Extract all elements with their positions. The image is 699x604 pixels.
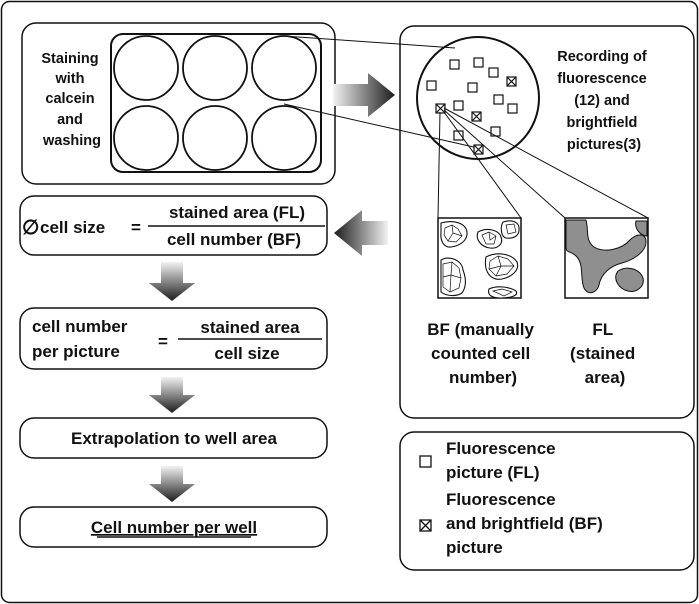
zoom-line [443,107,649,219]
zoom-line [283,35,456,49]
result-box [19,506,328,548]
arrow-down [149,466,195,502]
fl-marker [490,126,501,137]
cell-number-numerator: stained area [200,318,300,337]
well-sampled [251,105,317,171]
cell-size-equals: = [131,218,141,237]
bf-caption: BF (manually counted cell number) [427,320,538,387]
flbf-marker [471,111,482,122]
legend-fl-label: Fluorescence picture (FL) [446,439,560,482]
legend-flbf-icon [419,519,432,532]
fl-marker [488,67,499,78]
fl-marker [507,103,518,114]
cell-number-equals: = [158,332,168,351]
well [182,105,248,171]
arrow-down [149,262,195,301]
bf-image [437,217,522,299]
cell-size-box [19,195,328,256]
arrow-right [333,73,395,117]
fl-marker [426,80,437,91]
result-label: Cell number per well [91,518,257,537]
staining-label: Staining with calcein and washing [41,51,102,149]
extrapolation-label: Extrapolation to well area [71,429,277,448]
legend-fl-icon [419,455,432,468]
fl-marker [449,59,460,70]
flbf-marker [473,144,484,155]
zoom-line [443,109,566,219]
recording-box [399,25,695,419]
cell-number-box [19,307,328,370]
diameter-symbol: ∅ [22,217,39,239]
well [182,35,248,101]
cell-number-denominator: cell size [214,344,279,363]
cell-size-denominator: cell number (BF) [167,230,301,249]
flbf-marker [506,76,517,87]
well [113,105,179,171]
arrow-left [334,210,388,256]
zoom-line [437,111,441,219]
well [113,35,179,101]
flbf-marker [435,103,446,114]
recording-label: Recording of fluorescence (12) and brigh… [557,49,651,153]
fl-marker [493,94,504,105]
fl-marker [467,82,478,93]
zoom-line [443,111,522,219]
extrapolation-box [19,417,328,459]
fl-marker [473,57,484,68]
legend-box [399,431,695,571]
arrow-down [149,377,195,413]
fl-image [564,217,649,299]
well-plate [110,33,322,173]
fl-marker [453,130,464,141]
zoom-line [283,103,479,149]
legend-flbf-label: Fluorescence and brightfield (BF) pictur… [446,490,608,557]
cell-number-lhs: cell number per picture [32,317,132,361]
cell-size-numerator: stained area (FL) [169,203,305,222]
fl-marker [453,100,464,111]
fl-caption: FL (stained area) [570,320,640,387]
cell-size-lhs: cell size [40,218,105,237]
